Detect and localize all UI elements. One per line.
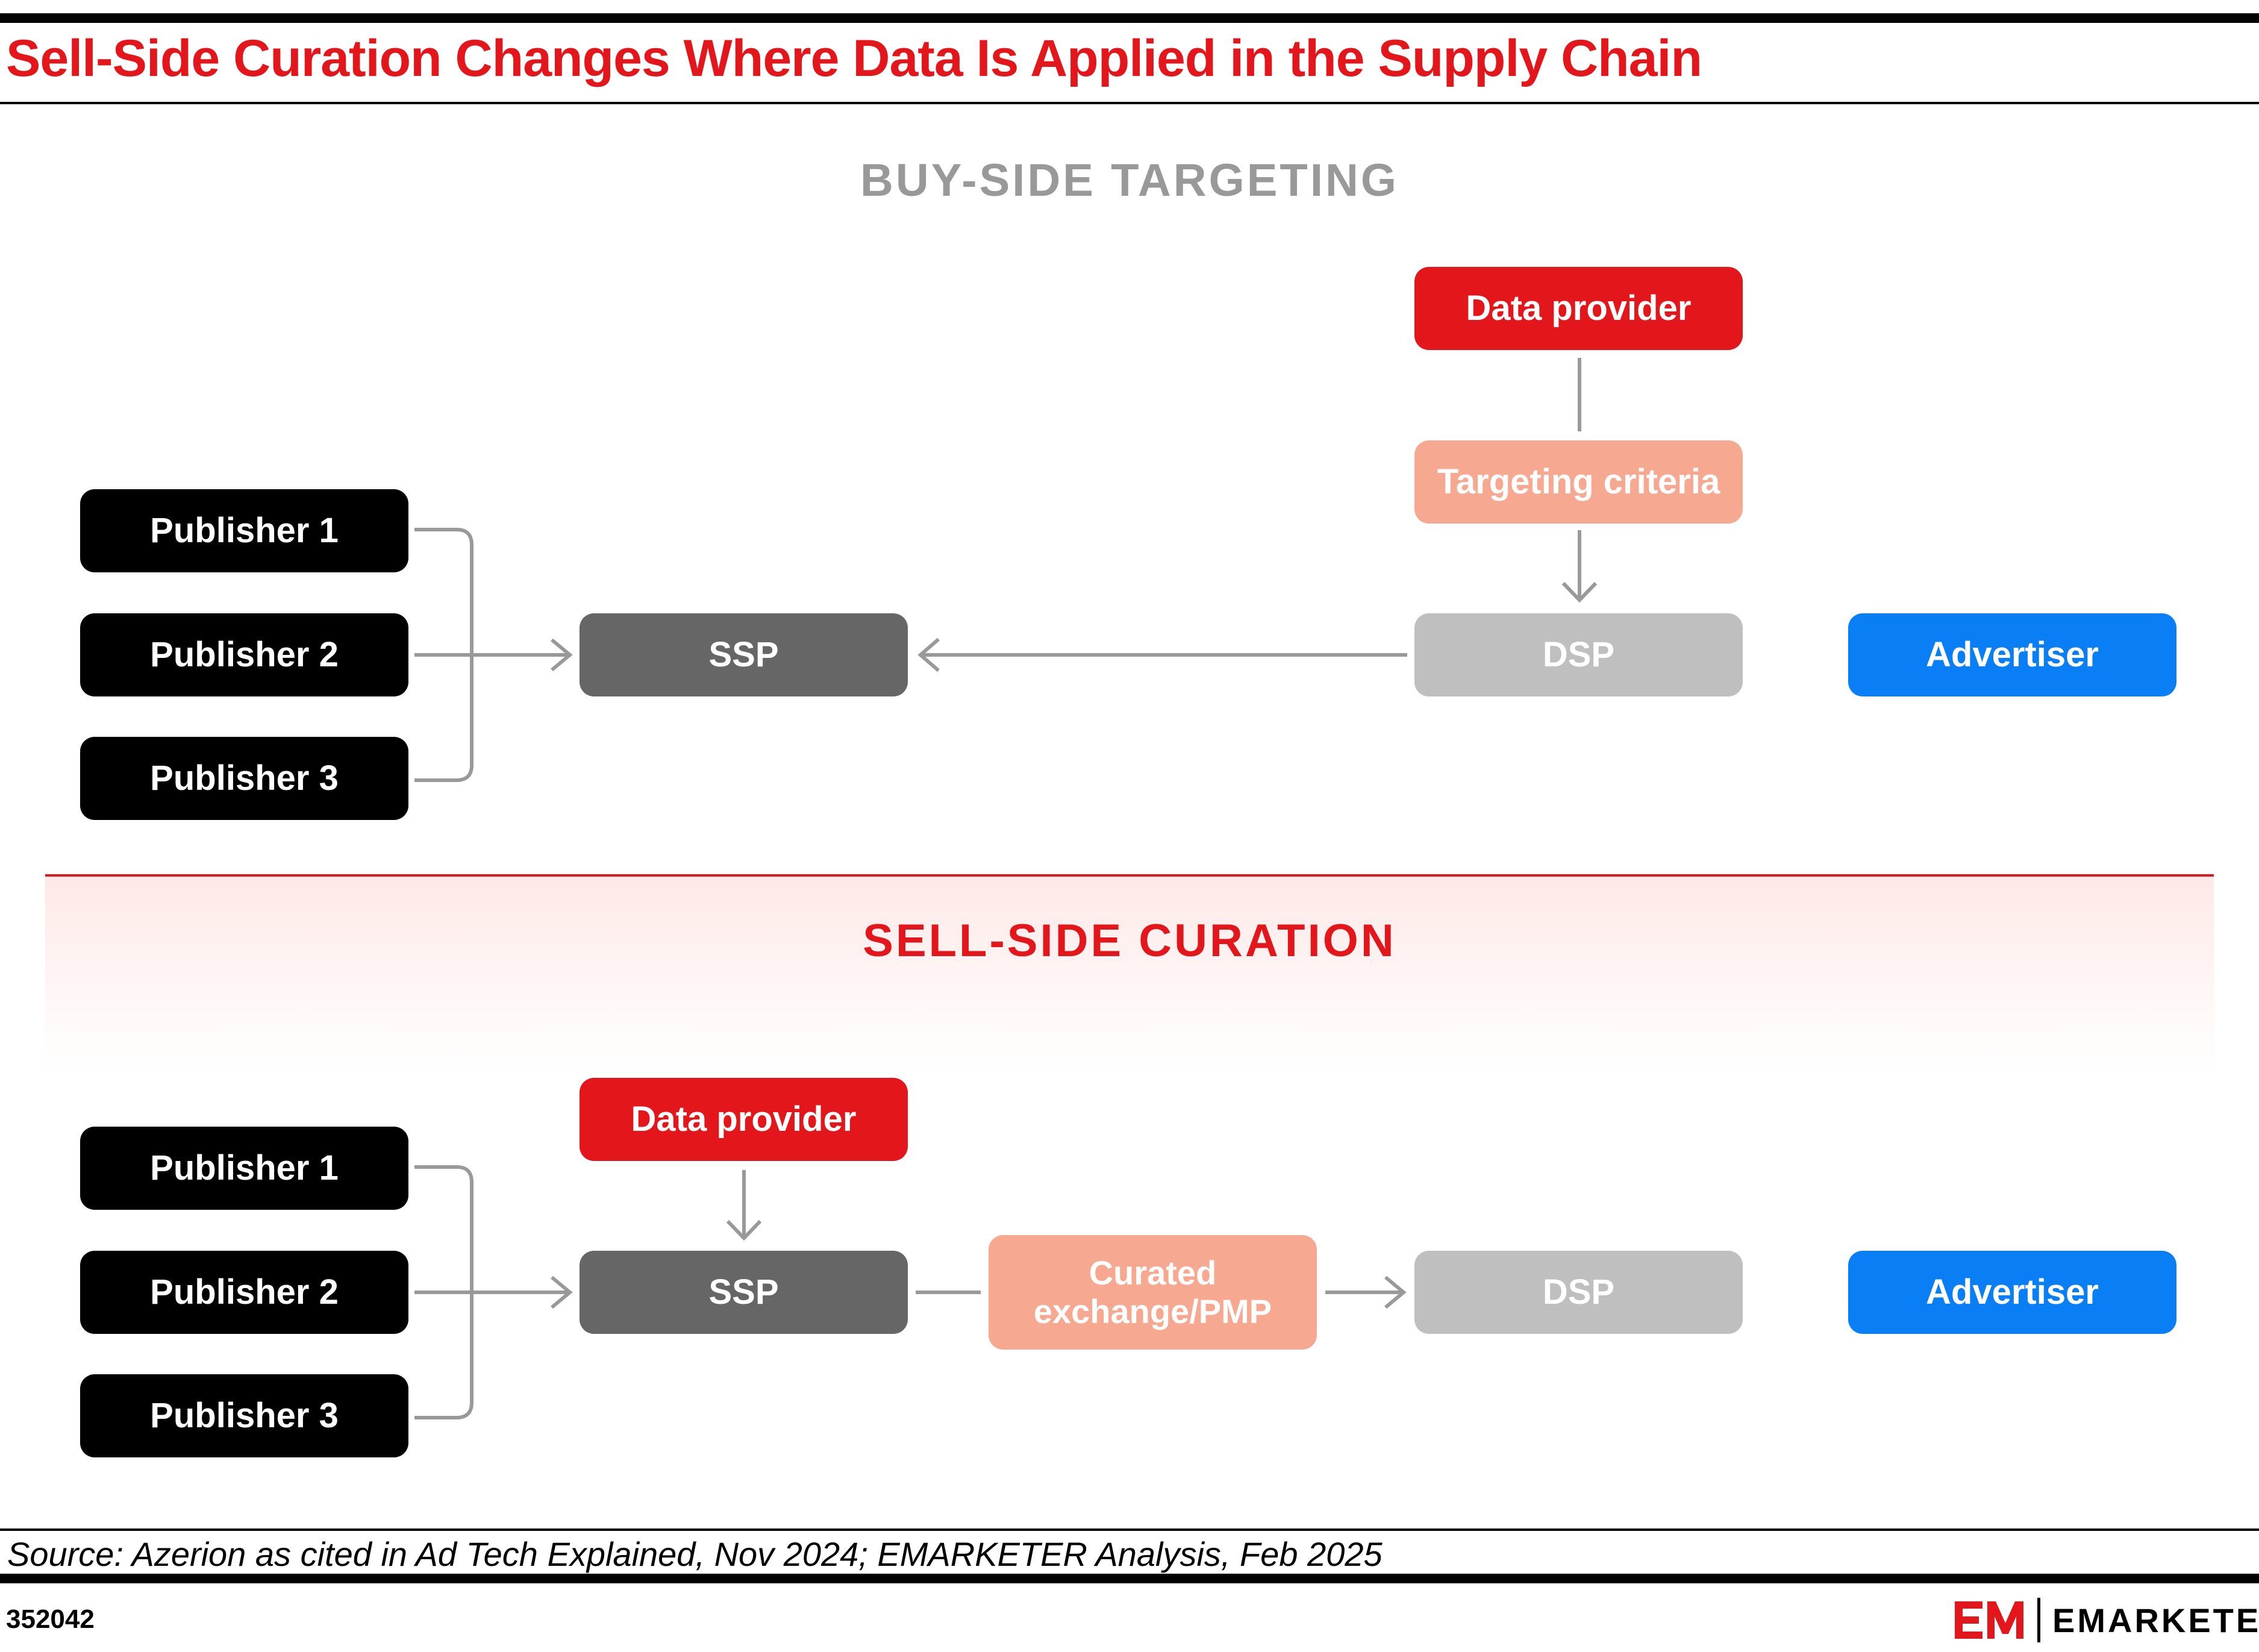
buy-side-dsp-to-ssp-arrow: [917, 637, 1407, 672]
source-top-rule: [0, 1528, 2259, 1531]
curated-exchange-line-1: Curated: [1089, 1254, 1217, 1292]
buy-side-publisher-3: Publisher 3: [80, 737, 408, 820]
buy-side-data-provider: Data provider: [1414, 267, 1743, 350]
buy-side-publisher-1: Publisher 1: [80, 489, 408, 572]
sell-side-curated-to-dsp-arrow: [1325, 1275, 1407, 1309]
sell-side-ssp: SSP: [580, 1251, 908, 1334]
sell-side-publisher-2: Publisher 2: [80, 1251, 408, 1334]
sell-side-publisher-1: Publisher 1: [80, 1127, 408, 1210]
sell-side-publisher-3: Publisher 3: [80, 1374, 408, 1457]
buy-side-ssp: SSP: [580, 613, 908, 696]
sell-side-publisher-bracket: [414, 1165, 573, 1419]
source-note: Source: Azerion as cited in Ad Tech Expl…: [7, 1535, 1383, 1573]
buy-side-criteria-to-dsp-arrow: [1561, 530, 1598, 603]
chart-id: 352042: [6, 1604, 95, 1634]
top-rule: [0, 13, 2259, 23]
sell-side-dsp: DSP: [1414, 1251, 1743, 1334]
buy-side-targeting-criteria: Targeting criteria: [1414, 440, 1743, 524]
emarketer-wordmark: EMARKETER: [2052, 1601, 2259, 1639]
sell-side-advertiser: Advertiser: [1848, 1251, 2176, 1334]
buy-side-dsp: DSP: [1414, 613, 1743, 696]
emarketer-logo: EMARKETER: [1955, 1598, 2259, 1642]
section-divider: [45, 874, 2214, 877]
curated-exchange-line-2: exchange/PMP: [1033, 1292, 1272, 1330]
sell-side-curated-exchange: Curated exchange/PMP: [989, 1235, 1317, 1350]
sell-side-section-background: [45, 875, 2214, 1074]
sell-side-data-provider-to-ssp-arrow: [726, 1170, 762, 1241]
title-underline: [0, 102, 2259, 104]
buy-side-section-label: BUY-SIDE TARGETING: [860, 155, 1399, 206]
sell-side-data-provider: Data provider: [580, 1078, 908, 1161]
buy-side-publisher-bracket: [414, 528, 573, 782]
sell-side-section-label: SELL-SIDE CURATION: [863, 915, 1396, 966]
chart-title: Sell-Side Curation Changes Where Data Is…: [6, 30, 1702, 87]
em-logo-icon: [1955, 1601, 2023, 1639]
logo-separator: [2037, 1598, 2040, 1642]
buy-side-advertiser: Advertiser: [1848, 613, 2176, 696]
buy-side-publisher-2: Publisher 2: [80, 613, 408, 696]
bottom-rule: [0, 1574, 2259, 1583]
